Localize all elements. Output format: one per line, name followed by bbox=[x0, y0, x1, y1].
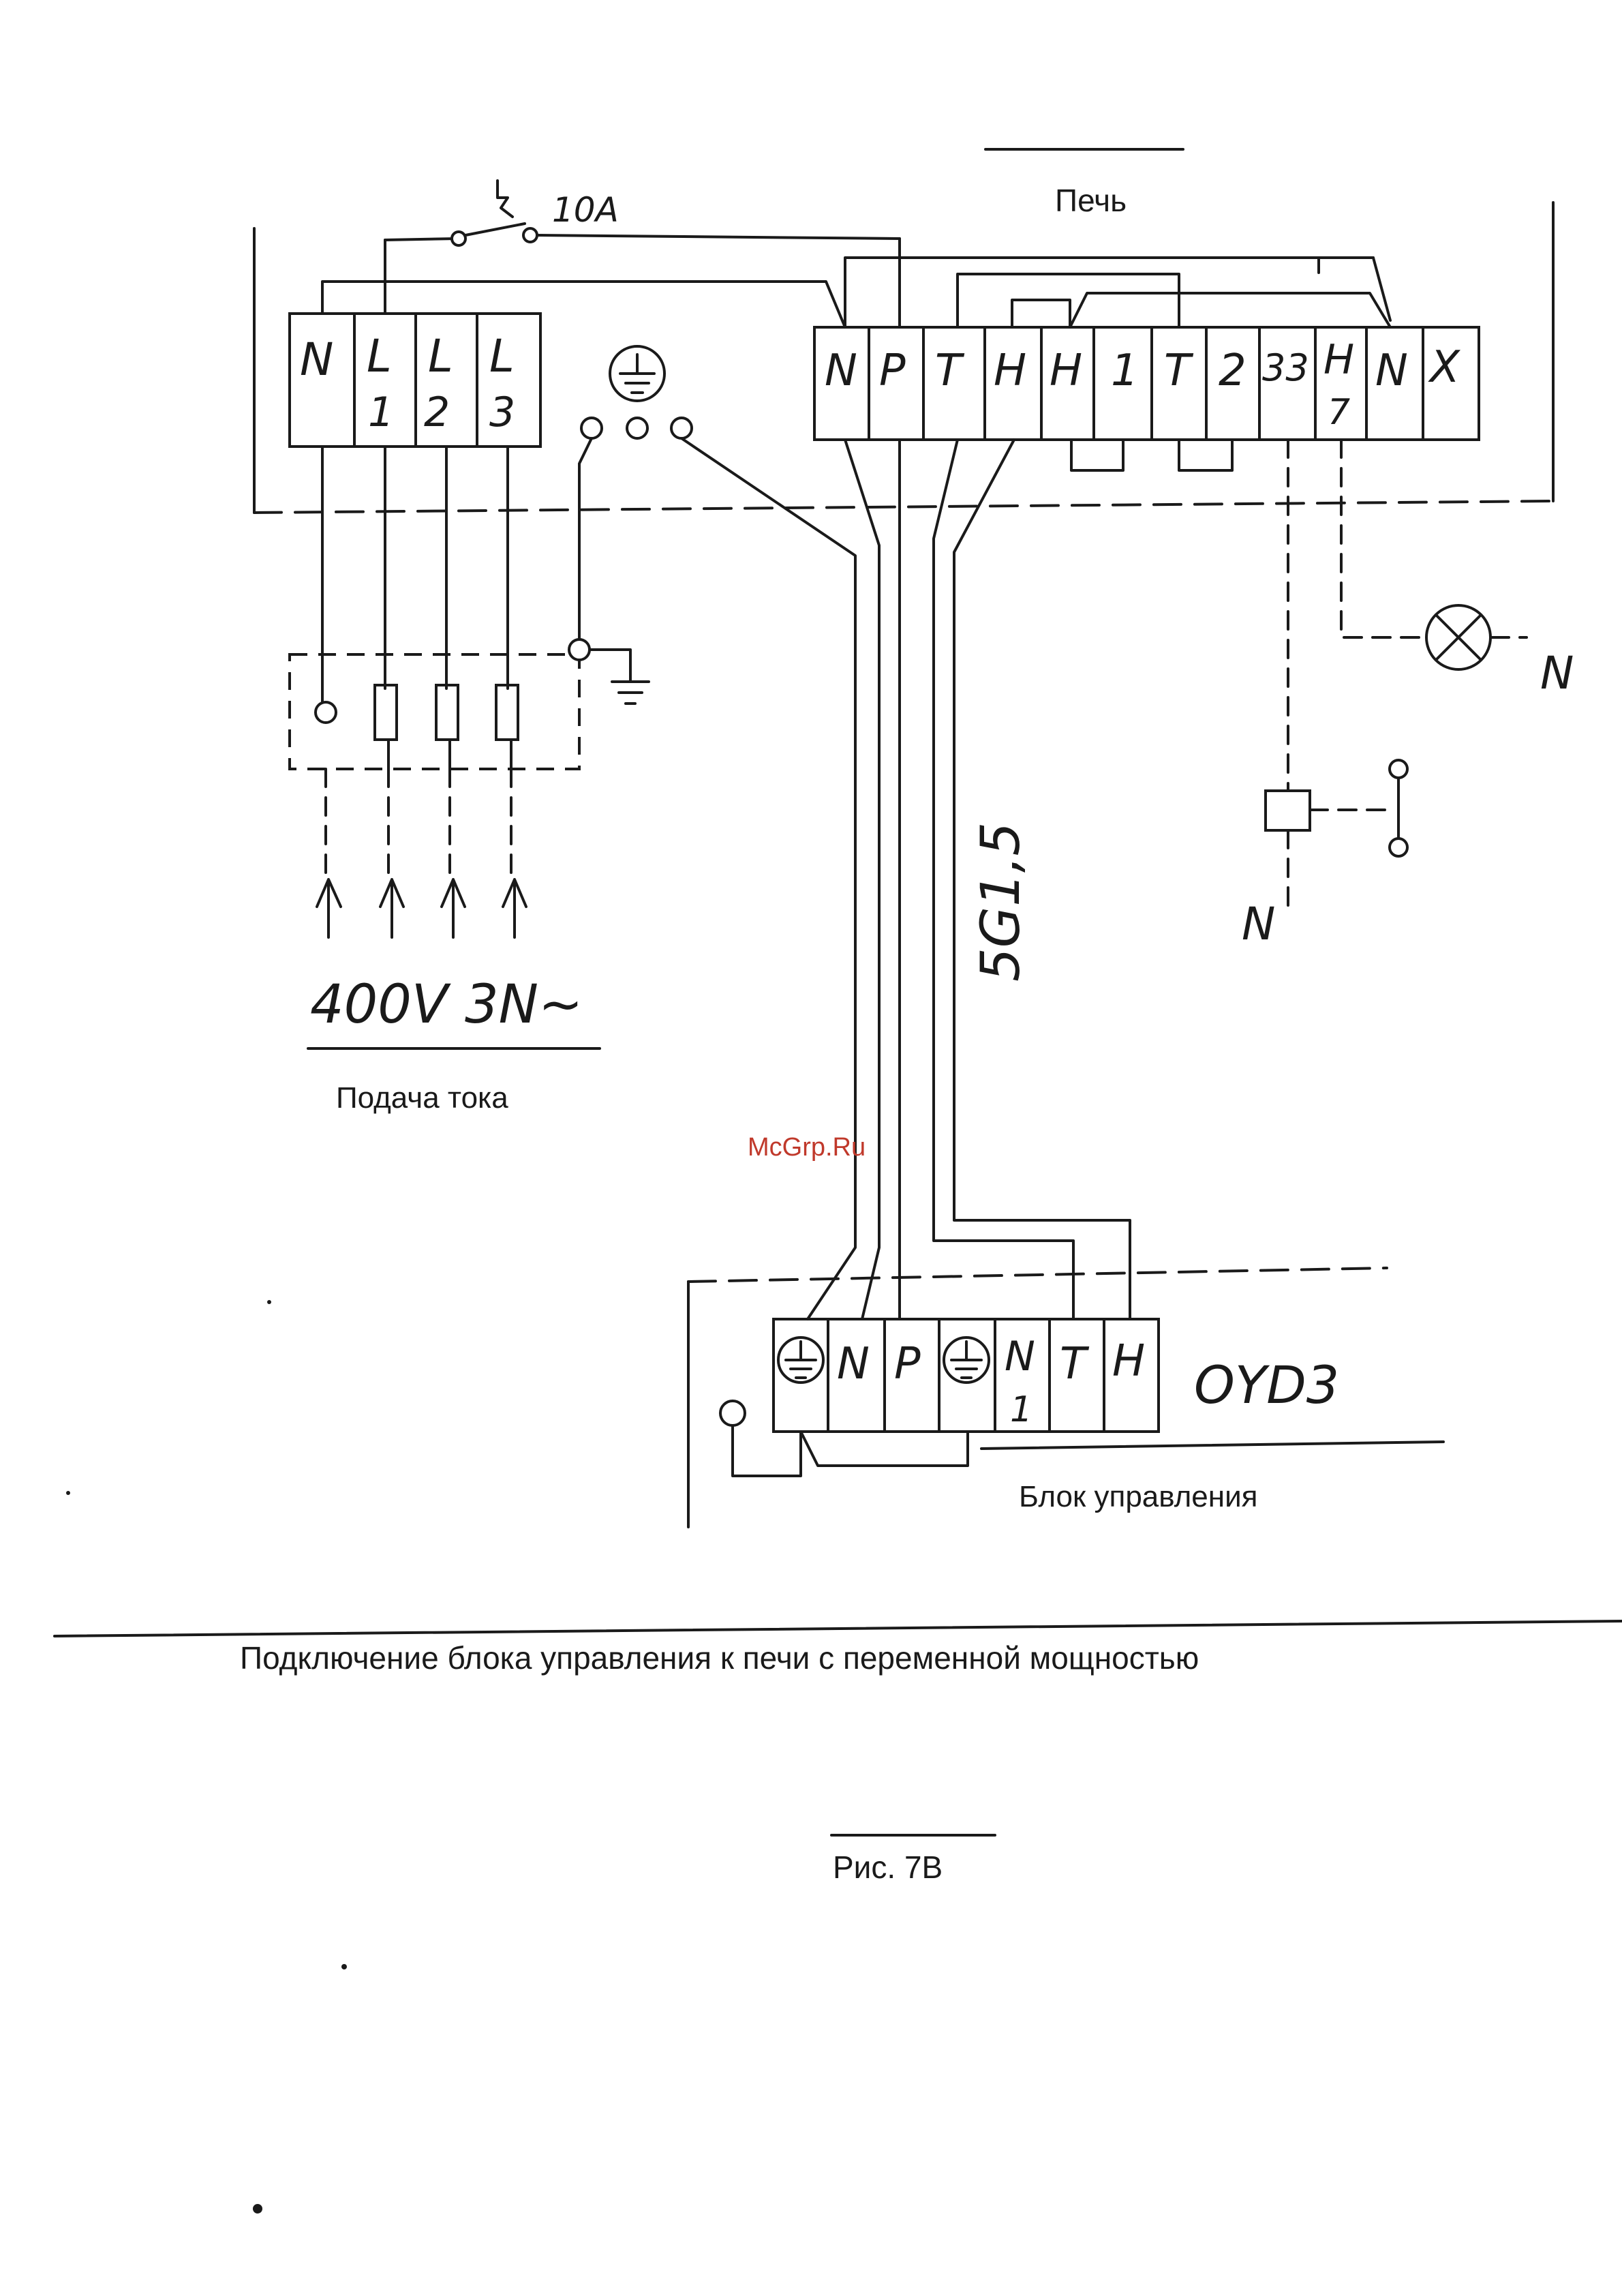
fuse-icon bbox=[375, 685, 397, 740]
supply-terminal-l1-num: 1 bbox=[368, 389, 394, 436]
supply-terminal-l1: L bbox=[367, 330, 392, 382]
switch-icon bbox=[1390, 760, 1407, 856]
control-terminal-n1-num: 1 bbox=[1010, 1389, 1032, 1430]
control-earth-terminal bbox=[720, 1401, 801, 1476]
fuse-switch: 10A bbox=[385, 181, 900, 327]
stove-terminal-t: T bbox=[935, 346, 965, 396]
cable-5g15: 5G1,5 bbox=[682, 438, 1130, 1319]
ground-terminals bbox=[581, 346, 692, 438]
stove-terminal-block: N P T H H 1 T 2 33 H 7 N X bbox=[814, 327, 1479, 470]
control-terminal-n: N bbox=[837, 1339, 870, 1389]
power-supply-label: Подача тока bbox=[336, 1081, 508, 1115]
stove-terminal-2: 2 bbox=[1219, 346, 1246, 396]
control-terminal-t: T bbox=[1060, 1339, 1090, 1389]
supply-terminal-l2-num: 2 bbox=[424, 389, 450, 436]
stove-terminal-h7-num: 7 bbox=[1328, 392, 1350, 433]
relay-circuit: N bbox=[1242, 440, 1407, 950]
control-terminal-p: P bbox=[894, 1339, 921, 1389]
control-model-label: OYD3 bbox=[1194, 1355, 1339, 1415]
stove-terminal-h7: H bbox=[1323, 336, 1354, 384]
control-terminal-h: H bbox=[1112, 1336, 1145, 1387]
caption: Подключение блока управления к печи с пе… bbox=[240, 1640, 1199, 1676]
control-ground-icon-2 bbox=[944, 1338, 989, 1383]
lamp-neutral-label: N bbox=[1540, 647, 1574, 699]
stove-terminal-n: N bbox=[825, 346, 857, 396]
stove-terminal-x: X bbox=[1428, 342, 1460, 393]
stove-label: Печь bbox=[1055, 183, 1127, 218]
supply-terminal-block: N L 1 L 2 L 3 bbox=[290, 314, 540, 447]
scan-specks bbox=[66, 1300, 347, 2214]
supply-terminal-l3-num: 3 bbox=[489, 389, 515, 436]
stove-terminal-n-2: N bbox=[1375, 346, 1408, 396]
stove-terminal-1: 1 bbox=[1111, 346, 1139, 396]
supply-terminal-l3: L bbox=[489, 330, 515, 382]
supply-terminal-n: N bbox=[300, 333, 333, 386]
figure-number: Рис. 7B bbox=[833, 1849, 943, 1885]
supply-voltage-label: 400V 3N~ bbox=[310, 974, 583, 1036]
stove-terminal-h: H bbox=[994, 346, 1026, 396]
stove-terminal-t-2: T bbox=[1164, 346, 1194, 396]
relay-coil-icon bbox=[1266, 791, 1310, 830]
cable-label: 5G1,5 bbox=[970, 822, 1032, 982]
control-terminal-n1: N bbox=[1005, 1333, 1035, 1380]
supply-terminal-l2: L bbox=[428, 330, 453, 382]
fuse-box bbox=[290, 639, 649, 769]
control-unit-label: Блок управления bbox=[1019, 1480, 1257, 1513]
stove-terminal-p: P bbox=[879, 346, 906, 396]
lamp-circuit: N bbox=[1341, 440, 1574, 699]
control-terminal-block: N P N 1 T H bbox=[774, 1319, 1159, 1466]
stove-terminal-h-2: H bbox=[1050, 346, 1082, 396]
stove-terminal-33: 33 bbox=[1262, 346, 1309, 389]
control-ground-icon bbox=[778, 1338, 823, 1383]
relay-neutral-label: N bbox=[1242, 898, 1275, 950]
arrow-up-icon bbox=[317, 879, 526, 937]
watermark: McGrp.Ru bbox=[748, 1133, 866, 1162]
fuse-rating-label: 10A bbox=[552, 190, 619, 230]
